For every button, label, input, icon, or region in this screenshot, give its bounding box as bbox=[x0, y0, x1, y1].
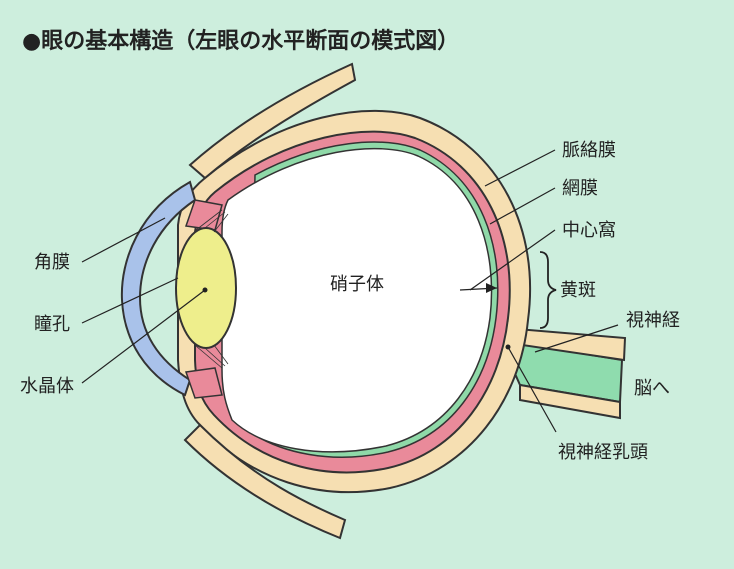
label-cornea: 角膜 bbox=[34, 252, 70, 273]
iris-lower bbox=[184, 367, 223, 399]
eye-muscle-top bbox=[188, 62, 357, 180]
lens-pointer-dot bbox=[202, 287, 208, 293]
label-macula: 黄斑 bbox=[560, 280, 596, 301]
diagram-title: ●眼の基本構造（左眼の水平断面の模式図） bbox=[22, 28, 459, 54]
vitreous-body bbox=[221, 147, 493, 453]
label-choroid: 脈絡膜 bbox=[562, 140, 616, 161]
fovea-arrow bbox=[486, 283, 497, 293]
label-vitreous: 硝子体 bbox=[330, 274, 384, 295]
macula-brace bbox=[539, 251, 557, 329]
label-lens: 水晶体 bbox=[20, 376, 74, 397]
label-to-brain: 脳へ bbox=[634, 378, 670, 399]
label-optic-nerve: 視神経 bbox=[626, 310, 680, 331]
optic-disc-dot bbox=[505, 344, 511, 350]
zonule-fibers bbox=[195, 209, 229, 369]
label-optic-disc: 視神経乳頭 bbox=[558, 442, 648, 463]
optic-nerve-sheath-bottom bbox=[519, 383, 621, 420]
label-pupil: 瞳孔 bbox=[34, 314, 70, 335]
label-fovea: 中心窩 bbox=[562, 220, 616, 241]
cornea bbox=[120, 180, 197, 397]
label-retina: 網膜 bbox=[562, 178, 598, 199]
eye-muscle-bottom bbox=[183, 423, 347, 540]
